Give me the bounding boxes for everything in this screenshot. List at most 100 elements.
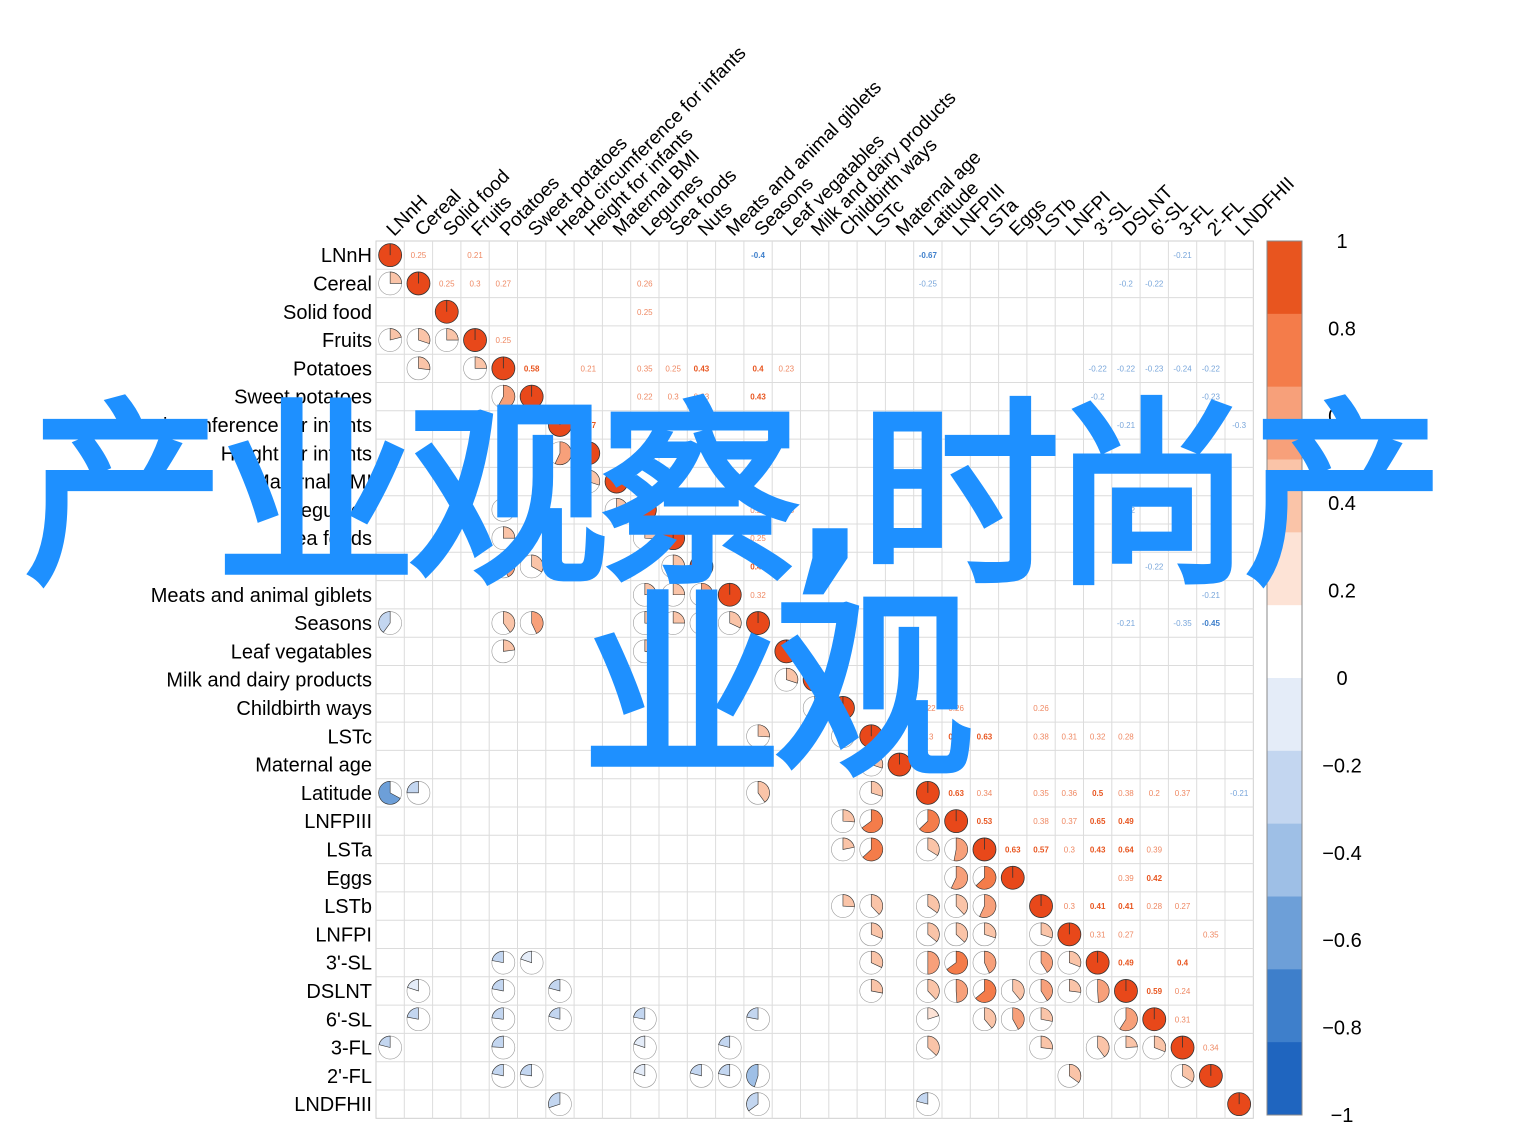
- coefficient-label: 0.25: [496, 336, 512, 345]
- coefficient-label: 0.41: [1090, 902, 1106, 911]
- pie-wedge: [786, 667, 799, 684]
- row-label: 6'-SL: [326, 1009, 372, 1031]
- pie-wedge: [950, 865, 968, 890]
- pie-wedge: [927, 979, 940, 1000]
- coefficient-label: 0.39: [1118, 874, 1134, 883]
- coefficient-label: 0.34: [977, 789, 993, 798]
- coefficient-label: 0.3: [1064, 845, 1076, 854]
- colorbar-tick-label: 0.2: [1328, 581, 1356, 603]
- row-label: Eggs: [326, 868, 372, 890]
- pie-wedge: [531, 554, 544, 573]
- pie-wedge: [975, 865, 997, 890]
- pie-wedge: [870, 781, 884, 797]
- coefficient-label: -0.4: [751, 251, 765, 260]
- pie-wedge: [418, 356, 431, 371]
- pie-wedge: [842, 894, 855, 908]
- coefficient-label: 0.24: [1175, 987, 1191, 996]
- pie-wedge: [1125, 1035, 1138, 1048]
- coefficient-label: 0.63: [977, 732, 993, 741]
- coefficient-label: 0.38: [1118, 789, 1134, 798]
- pie-wedge: [548, 1092, 561, 1109]
- row-label: Sea foods: [282, 528, 372, 550]
- pie-wedge: [633, 1035, 646, 1048]
- coefficient-label: 0.57: [580, 421, 596, 430]
- coefficient-label: 0.33: [694, 393, 710, 402]
- row-label: Fruits: [322, 330, 372, 352]
- row-label: Sweet potatoes: [234, 387, 372, 409]
- coefficient-label: -0.23: [1145, 364, 1164, 373]
- coefficient-label: 0.32: [1090, 732, 1106, 741]
- coefficient-label: 0.43: [694, 364, 710, 373]
- colorbar-segment: [1267, 823, 1302, 897]
- coefficient-label: 0.65: [948, 732, 964, 741]
- pie-wedge: [746, 1064, 759, 1088]
- coefficient-label: -0.2: [1119, 279, 1133, 288]
- coefficient-label: -0.22: [1117, 364, 1136, 373]
- pie-wedge: [503, 639, 516, 652]
- pie-wedge: [870, 979, 884, 994]
- coefficient-label: 0.4: [752, 364, 764, 373]
- pie-wedge: [927, 1007, 940, 1020]
- pie-wedge: [870, 950, 884, 968]
- pie-wedge: [446, 328, 459, 341]
- pie-wedge: [718, 1035, 731, 1048]
- pie-wedge: [955, 979, 968, 1003]
- row-label: 2'-FL: [327, 1066, 372, 1088]
- colorbar-segment: [1267, 605, 1302, 679]
- pie-wedge: [870, 752, 884, 769]
- row-label: LNnH: [321, 245, 372, 267]
- pie-wedge: [984, 950, 997, 974]
- colorbar-segment: [1267, 896, 1302, 970]
- pie-wedge: [842, 809, 855, 823]
- pie-wedge: [862, 837, 884, 862]
- pie-wedge: [927, 950, 940, 975]
- pie-wedge: [916, 1092, 929, 1105]
- coefficient-label: 0.25: [665, 364, 681, 373]
- row-label: LSTc: [328, 726, 372, 748]
- pie-wedge: [946, 950, 968, 975]
- coefficient-label: 0.26: [1033, 704, 1049, 713]
- pie-wedge: [644, 639, 657, 654]
- pie-wedge: [503, 526, 516, 539]
- coefficient-label: 0.43: [750, 562, 766, 571]
- row-label: Leaf vegatables: [231, 641, 372, 663]
- coefficient-label: 0.36: [1062, 789, 1078, 798]
- pie-wedge: [953, 837, 968, 862]
- row-label: Potatoes: [293, 358, 372, 380]
- pie-wedge: [503, 498, 516, 518]
- pie-wedge: [519, 1064, 532, 1077]
- row-label: Seasons: [294, 613, 372, 635]
- pie-wedge: [633, 1064, 646, 1077]
- row-label: 3-FL: [331, 1038, 372, 1060]
- coefficient-label: 0.34: [1203, 1044, 1219, 1053]
- pie-wedge: [1012, 1007, 1025, 1030]
- coefficient-label: -0.24: [1173, 364, 1192, 373]
- colorbar-tick-label: 0.6: [1328, 406, 1356, 428]
- coefficient-label: -0.21: [1117, 421, 1136, 430]
- coefficient-label: 0.31: [1175, 1015, 1191, 1024]
- coefficient-label: 0.21: [580, 364, 596, 373]
- pie-wedge: [587, 469, 601, 486]
- row-label: Maternal BMI: [253, 472, 372, 494]
- pie-wedge: [757, 781, 770, 803]
- colorbar-segment: [1267, 532, 1302, 606]
- coefficient-label: 0.3: [1064, 902, 1076, 911]
- coefficient-label: 0.37: [1062, 817, 1078, 826]
- coefficient-label: -0.67: [919, 251, 938, 260]
- pie-wedge: [672, 611, 685, 624]
- colorbar-tick-label: 0: [1336, 668, 1347, 690]
- coefficient-label: 0.4: [1177, 959, 1189, 968]
- coefficient-label: 0.59: [1146, 987, 1162, 996]
- coefficient-label: -0.2: [1204, 421, 1218, 430]
- pie-wedge: [491, 950, 504, 964]
- pie-wedge: [984, 1007, 997, 1029]
- colorbar-tick-label: −0.6: [1322, 930, 1361, 952]
- coefficient-label: 0.22: [920, 704, 936, 713]
- pie-wedge: [701, 611, 714, 634]
- colorbar-segment: [1267, 386, 1302, 460]
- pie-wedge: [491, 1064, 504, 1077]
- pie-wedge: [672, 582, 685, 596]
- coefficient-label: 0.23: [779, 364, 795, 373]
- coefficient-label: 0.42: [1146, 874, 1162, 883]
- pie-wedge: [1040, 1007, 1053, 1022]
